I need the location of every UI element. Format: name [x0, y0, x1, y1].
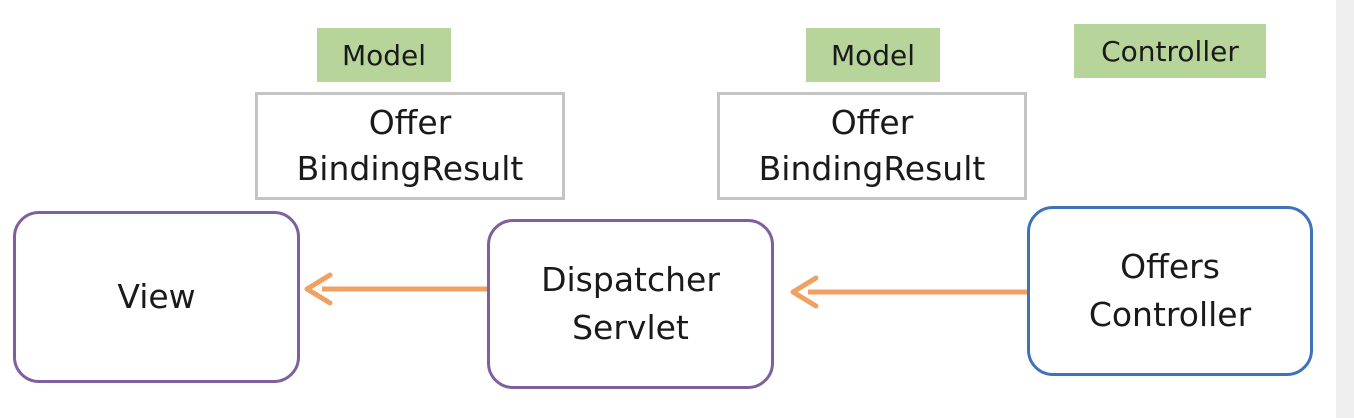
dispatcher-node-line2: Servlet	[572, 308, 689, 347]
offers-controller-node-line2: Controller	[1088, 295, 1252, 334]
offers-controller-node-line1: Offers	[1120, 247, 1220, 286]
model-data-right-line1: Offer	[830, 103, 914, 142]
controller-tag: Controller	[1074, 24, 1266, 78]
arrow-dispatcher-to-view	[304, 272, 487, 306]
model-data-left-line1: Offer	[368, 103, 452, 142]
model-data-right-line2: BindingResult	[758, 149, 986, 188]
offers-controller-node: Offers Controller	[1027, 206, 1313, 376]
controller-tag-label: Controller	[1101, 34, 1239, 68]
model-tag-right: Model	[806, 28, 940, 82]
model-data-box-left: Offer BindingResult	[255, 92, 565, 200]
page-right-edge-strip	[1336, 0, 1354, 418]
model-tag-left: Model	[317, 28, 451, 82]
arrow-controller-to-dispatcher	[790, 275, 1027, 309]
dispatcher-servlet-node: Dispatcher Servlet	[487, 219, 774, 389]
model-tag-left-label: Model	[341, 38, 427, 72]
dispatcher-node-line1: Dispatcher	[541, 260, 720, 299]
model-data-left-line2: BindingResult	[296, 149, 524, 188]
model-data-box-right: Offer BindingResult	[717, 92, 1027, 200]
model-tag-right-label: Model	[830, 38, 916, 72]
view-node: View	[13, 211, 300, 383]
view-node-label: View	[117, 277, 196, 316]
